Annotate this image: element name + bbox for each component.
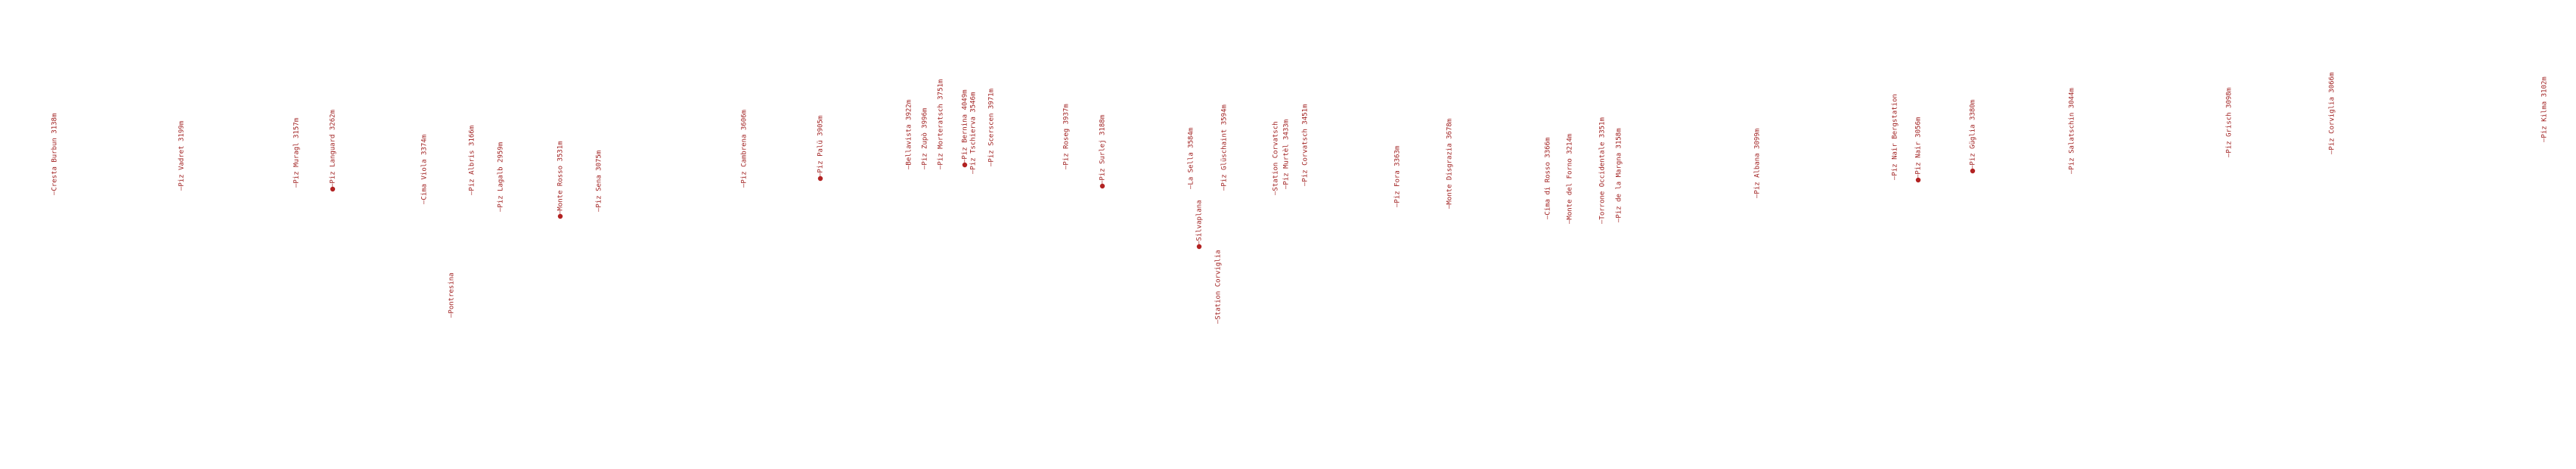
peak-label-text: —Cima Viola 3374m [421, 135, 429, 204]
peak-label-text: —Piz Kilma 3102m [2541, 76, 2549, 142]
peak-label-piz-muragl-3157m: —Piz Muragl 3157m [293, 118, 301, 188]
peak-label-text: —Piz Morteratsch 3751m [938, 79, 945, 169]
peak-label-text: —Piz Cambrena 3606m [741, 110, 749, 188]
peak-label-text: —Pontresina [448, 272, 456, 318]
peak-label-text: —Piz Albana 3099m [1754, 129, 1762, 198]
peak-label-text: —Monte del Forno 3214m [1567, 134, 1574, 224]
peak-label-bellavista-3922m: —Bellavista 3922m [906, 100, 913, 169]
peak-label-text: —Piz Güglia 3380m [1970, 100, 1977, 169]
peak-label-piz-gluschaint-3594m: —Piz Glüschaint 3594m [1221, 104, 1229, 191]
peak-label-text: —Piz Glüschaint 3594m [1221, 104, 1229, 191]
peak-label-text: —Piz Bernina 4049m [962, 89, 969, 163]
peak-label-monte-del-forno-3214m: —Monte del Forno 3214m [1567, 134, 1574, 224]
peak-label-piz-vadret-3199m: —Piz Vadret 3199m [178, 121, 186, 191]
peak-label-piz-sena-3075m: —Piz Sena 3075m [596, 151, 603, 212]
peak-label-text: —Piz Vadret 3199m [178, 121, 186, 191]
peak-label-pontresina: —Pontresina [448, 272, 456, 318]
peak-label-piz-lagalb-2959m: —Piz Lagalb 2959m [498, 142, 505, 212]
peak-label-text: —Station Corvatsch [1273, 121, 1280, 195]
peak-label-text: —Piz Grisch 3098m [2226, 88, 2233, 157]
peak-label-text: —Piz Albris 3166m [469, 126, 476, 195]
peak-label-piz-corvatsch-3451m: —Piz Corvatsch 3451m [1302, 104, 1310, 186]
peak-label-station-corviglia: —Station Corviglia [1215, 250, 1223, 324]
peak-label-text: —Bellavista 3922m [906, 100, 913, 169]
peak-label-text: —Cresta Burbun 3138m [51, 113, 59, 195]
peak-label-text: —Piz de la Margna 3158m [1616, 128, 1623, 222]
peak-marker-dot [1970, 168, 1976, 174]
peak-marker-dot [1915, 177, 1921, 183]
peak-label-text: —Piz Roseg 3937m [1063, 104, 1071, 169]
peak-label-piz-corviglia-3066m: —Piz Corviglia 3066m [2329, 73, 2336, 154]
peak-label-text: —Piz Sena 3075m [596, 151, 603, 212]
peak-label-piz-languard-3262m: —Piz Languard 3262m [330, 110, 337, 192]
peak-label-text: —La Sella 3584m [1188, 128, 1195, 189]
peak-label-piz-albris-3166m: —Piz Albris 3166m [469, 126, 476, 195]
peak-label-piz-bernina-4049m: —Piz Bernina 4049m [962, 89, 969, 168]
peak-label-piz-guglia-3380m: —Piz Güglia 3380m [1970, 100, 1977, 174]
peak-label-piz-cambrena-3606m: —Piz Cambrena 3606m [741, 110, 749, 188]
peak-label-monte-disgrazia-3678m: —Monte Disgrazia 3678m [1446, 119, 1454, 209]
peak-label-station-corvatsch: —Station Corvatsch [1273, 121, 1280, 195]
peak-label-text: —Piz Scerscen 3971m [988, 89, 996, 166]
peak-label-piz-nair-3056m: —Piz Nair 3056m [1915, 117, 1923, 183]
peak-label-text: —Cima di Rosso 3366m [1545, 138, 1552, 219]
peak-label-piz-morteratsch-3751m: —Piz Morteratsch 3751m [938, 79, 945, 169]
peak-label-monte-rosso-3531m: —Monte Rosso 3531m [557, 141, 565, 219]
peak-label-text: —Piz Corviglia 3066m [2329, 73, 2336, 154]
peak-label-piz-de-la-margna-3158m: —Piz de la Margna 3158m [1616, 128, 1623, 222]
peak-label-text: —Piz Murtèl 3433m [1282, 120, 1291, 189]
peak-label-text: —Piz Nair 3056m [1915, 117, 1923, 179]
peak-label-text: —Piz Surlej 3188m [1099, 115, 1107, 185]
peak-label-text: —Piz Lagalb 2959m [498, 142, 505, 212]
peak-label-text: —Monte Disgrazia 3678m [1446, 119, 1454, 209]
peak-label-cresta-burbun-3138m: —Cresta Burbun 3138m [51, 113, 59, 195]
peak-marker-dot [1196, 244, 1202, 250]
peak-label-cima-viola-3374m: —Cima Viola 3374m [421, 135, 429, 204]
peak-marker-dot [817, 175, 823, 182]
peak-label-text: —Piz Corvatsch 3451m [1302, 104, 1310, 186]
peak-marker-dot [330, 186, 336, 192]
peak-label-text: —Station Corviglia [1215, 250, 1223, 324]
peak-label-piz-surlej-3188m: —Piz Surlej 3188m [1099, 115, 1107, 189]
peak-label-piz-kilma-3102m: —Piz Kilma 3102m [2541, 76, 2549, 142]
peak-label-silvaplana: —Silvaplana [1196, 200, 1204, 250]
peak-label-cima-di-rosso-3366m: —Cima di Rosso 3366m [1545, 138, 1552, 219]
peak-label-piz-fora-3363m: —Piz Fora 3363m [1394, 146, 1402, 207]
peak-label-text: —Torrone Occidentale 3351m [1599, 117, 1607, 224]
peak-label-piz-murtel-3433m: —Piz Murtèl 3433m [1282, 120, 1291, 189]
peak-label-text: —Piz Zupò 3996m [921, 108, 929, 169]
peak-label-piz-roseg-3937m: —Piz Roseg 3937m [1063, 104, 1071, 169]
peak-label-text: —Piz Muragl 3157m [293, 118, 301, 188]
peak-label-piz-albana-3099m: —Piz Albana 3099m [1754, 129, 1762, 198]
peak-label-text: —Piz Salatschin 3044m [2069, 88, 2076, 174]
peak-label-text: —Piz Tschierva 3546m [970, 92, 978, 174]
peak-label-piz-palu-3905m: —Piz Palü 3905m [817, 116, 825, 182]
peak-marker-dot [1099, 183, 1105, 189]
peak-label-text: —Piz Fora 3363m [1394, 146, 1402, 207]
peak-label-text: —Silvaplana [1196, 200, 1204, 245]
peak-label-piz-salatschin-3044m: —Piz Salatschin 3044m [2069, 88, 2076, 174]
peak-label-piz-tschierva-3546m: —Piz Tschierva 3546m [970, 92, 978, 174]
peak-label-torrone-occidentale-3351m: —Torrone Occidentale 3351m [1599, 117, 1607, 224]
peak-label-text: —Monte Rosso 3531m [557, 141, 565, 215]
peak-label-text: —Piz Palü 3905m [817, 116, 825, 177]
peak-label-piz-scerscen-3971m: —Piz Scerscen 3971m [988, 89, 996, 166]
peak-label-piz-nair-bergstation: —Piz Nair Bergstation [1892, 94, 1899, 180]
peak-label-piz-grisch-3098m: —Piz Grisch 3098m [2226, 88, 2233, 157]
peak-marker-dot [557, 213, 563, 219]
peak-marker-dot [962, 162, 968, 168]
peak-label-la-sella-3584m: —La Sella 3584m [1188, 128, 1195, 189]
peak-label-piz-zupo-3996m: —Piz Zupò 3996m [921, 108, 929, 169]
peak-label-text: —Piz Nair Bergstation [1892, 94, 1899, 180]
peak-label-text: —Piz Languard 3262m [330, 110, 337, 188]
